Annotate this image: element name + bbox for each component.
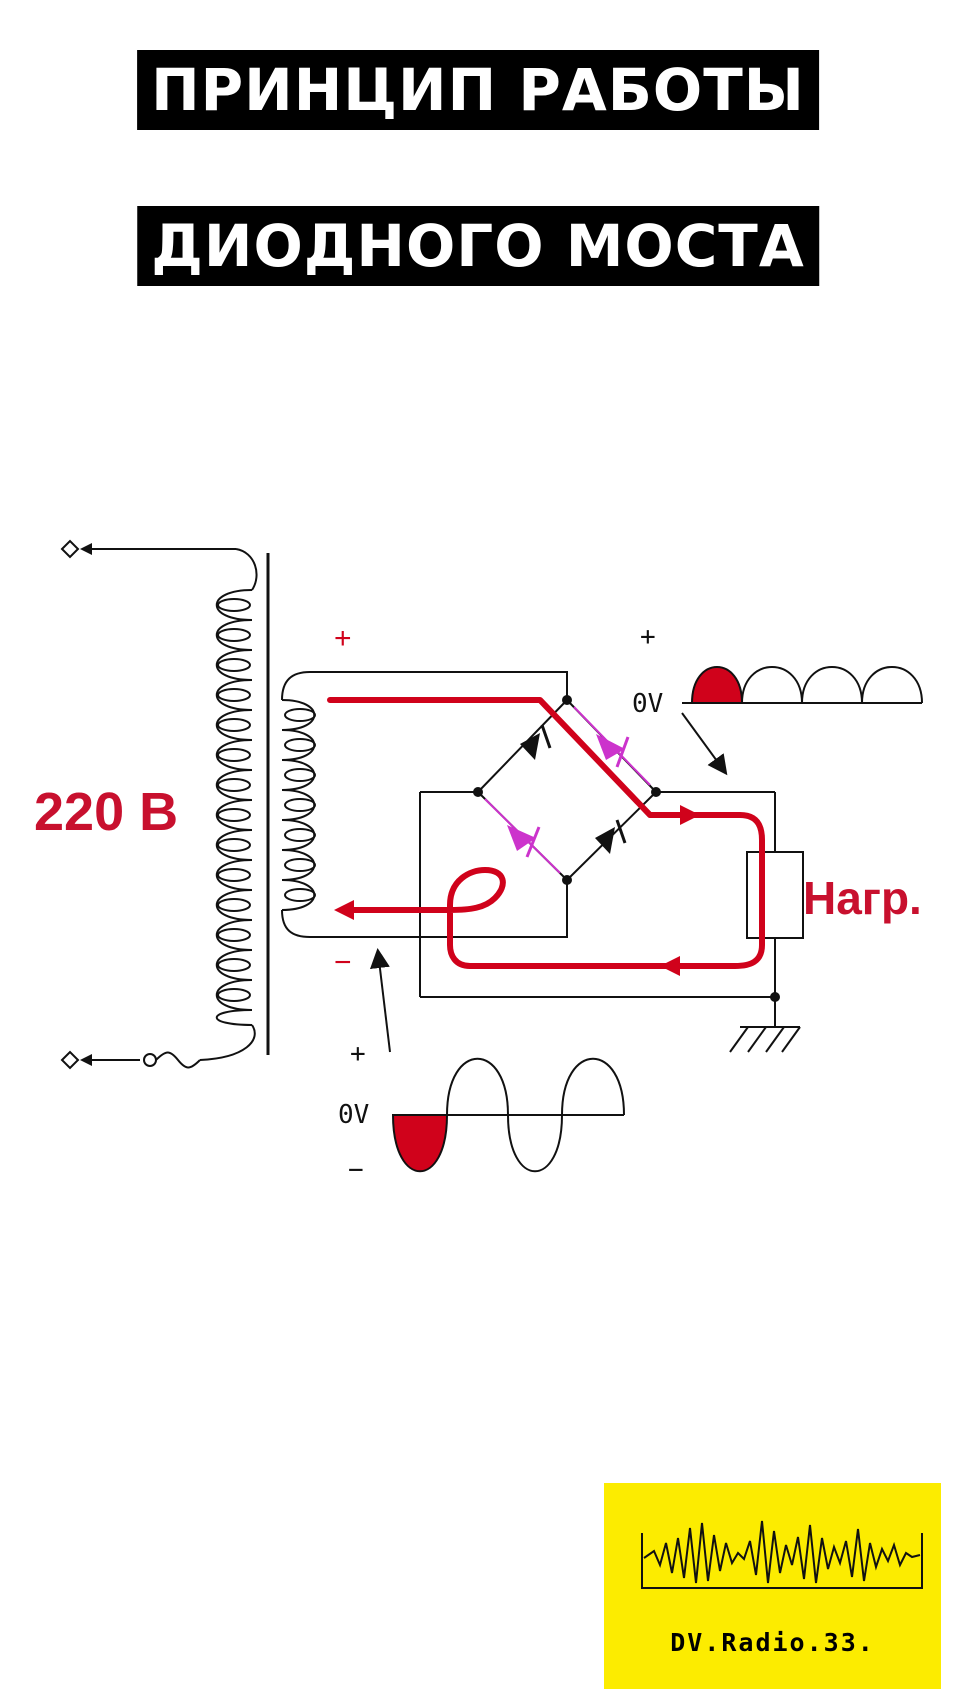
load-resistor bbox=[746, 851, 804, 939]
diode-d3-off bbox=[595, 819, 627, 854]
secondary-plus-label: + bbox=[334, 622, 352, 655]
input-voltage-label: 220 В bbox=[34, 782, 178, 842]
logo-text: DV.Radio.33. bbox=[670, 1628, 875, 1657]
diode-d1-off bbox=[520, 724, 552, 760]
current-path bbox=[327, 697, 765, 969]
output-plus-label: + bbox=[640, 622, 656, 652]
load-label: Нагр. bbox=[803, 872, 922, 924]
input-pointer-arrow bbox=[369, 948, 391, 1053]
input-minus-label: − bbox=[348, 1155, 364, 1185]
secondary-winding bbox=[281, 671, 568, 938]
output-waveform bbox=[682, 666, 923, 704]
current-arrows bbox=[334, 805, 700, 976]
title-line-1: ПРИНЦИП РАБОТЫ bbox=[137, 50, 819, 130]
bridge-nodes bbox=[473, 695, 780, 1002]
input-plus-label: + bbox=[350, 1039, 366, 1069]
diode-d4-on bbox=[484, 798, 561, 874]
input-terminal-top bbox=[60, 539, 258, 591]
output-pointer-arrow bbox=[681, 712, 728, 776]
input-waveform bbox=[391, 1058, 625, 1173]
waveform-logo-icon bbox=[641, 1520, 923, 1589]
input-terminal-bottom bbox=[60, 1024, 256, 1070]
diode-d2-on bbox=[573, 706, 651, 786]
title-line-2: ДИОДНОГО МОСТА bbox=[137, 206, 819, 286]
output-zero-label: 0V bbox=[632, 689, 663, 719]
secondary-minus-label: − bbox=[334, 946, 352, 979]
primary-winding bbox=[215, 589, 253, 1026]
logo-badge: DV.Radio.33. bbox=[604, 1483, 941, 1689]
input-zero-label: 0V bbox=[338, 1100, 369, 1130]
